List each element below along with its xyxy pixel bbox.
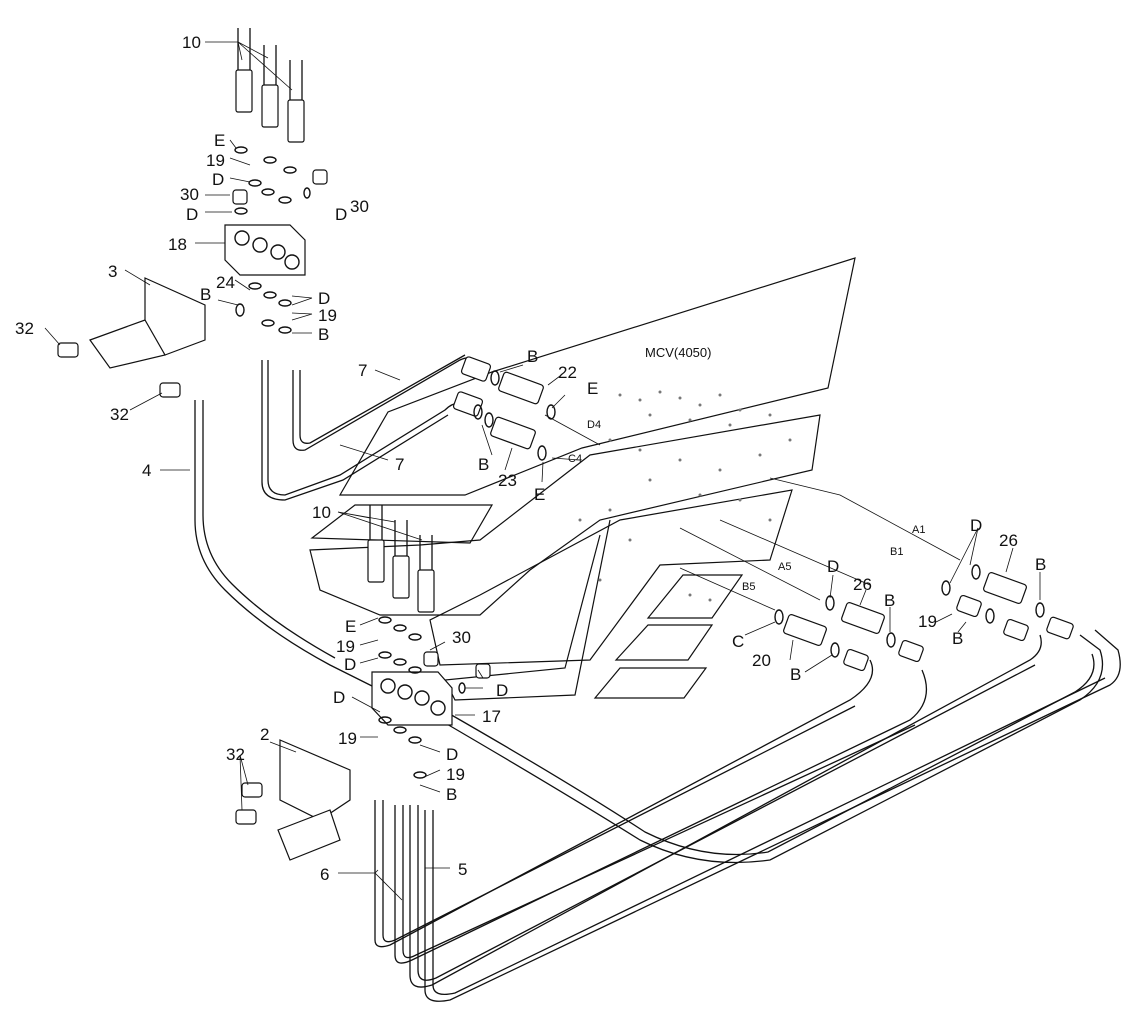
port-label-b1: B1 — [890, 546, 903, 558]
callout-7-b: 7 — [395, 455, 404, 474]
callout-19-bot-right: 19 — [446, 765, 465, 784]
callout-2: 2 — [260, 725, 269, 744]
callout-b-19-right: B — [952, 629, 963, 648]
callout-b-23: B — [478, 455, 489, 474]
callout-20: 20 — [752, 651, 771, 670]
callout-18: 18 — [168, 235, 187, 254]
callout-32-b: 32 — [110, 405, 129, 424]
fittings — [57, 69, 1074, 861]
callout-d-mid: D — [318, 289, 330, 308]
callout-e-top: E — [214, 131, 225, 150]
callout-b-26b: B — [884, 591, 895, 610]
callout-32-c: 32 — [226, 745, 245, 764]
callout-d-a5: D — [827, 557, 839, 576]
leader-lines — [44, 41, 1041, 901]
callout-d-right-top: D — [335, 205, 347, 224]
callout-26-a: 26 — [999, 531, 1018, 550]
callout-d-low: D — [344, 655, 356, 674]
callout-19-top: 19 — [206, 151, 225, 170]
callout-30-left: 30 — [180, 185, 199, 204]
callout-24: 24 — [216, 273, 235, 292]
callout-b-20: B — [790, 665, 801, 684]
callout-d-bot: D — [446, 745, 458, 764]
callout-17: 17 — [482, 707, 501, 726]
callout-4: 4 — [142, 461, 151, 480]
callout-d-low-right: D — [496, 681, 508, 700]
callout-d-top2: D — [186, 205, 198, 224]
callout-22: 22 — [558, 363, 577, 382]
callout-b-bot: B — [446, 785, 457, 804]
port-label-c4: C4 — [568, 453, 582, 465]
port-label-a1: A1 — [912, 524, 925, 536]
callout-26-b: 26 — [853, 575, 872, 594]
labels: MCV(4050) D4 C4 A1 B1 A5 B5 10 E 19 D 30… — [15, 33, 1046, 884]
callout-e-low: E — [345, 617, 356, 636]
callout-10-low: 10 — [312, 503, 331, 522]
callout-e-22: E — [587, 379, 598, 398]
callout-10-top: 10 — [182, 33, 201, 52]
callout-30-right: 30 — [350, 197, 369, 216]
callout-d-a1: D — [970, 516, 982, 535]
callout-32-a: 32 — [15, 319, 34, 338]
mcv-title: MCV(4050) — [645, 345, 711, 360]
callout-19-right: 19 — [918, 612, 937, 631]
callout-7-a: 7 — [358, 361, 367, 380]
callout-19-bot: 19 — [338, 729, 357, 748]
port-label-b5: B5 — [742, 581, 755, 593]
callout-23: 23 — [498, 471, 517, 490]
callout-19-mid: 19 — [318, 306, 337, 325]
callout-c-20: C — [732, 632, 744, 651]
callout-d-top1: D — [212, 170, 224, 189]
callout-19-low: 19 — [336, 637, 355, 656]
callout-b-mid: B — [318, 325, 329, 344]
callout-d-block-left: D — [333, 688, 345, 707]
callout-30-low: 30 — [452, 628, 471, 647]
callout-3: 3 — [108, 262, 117, 281]
callout-b-26a: B — [1035, 555, 1046, 574]
port-label-d4: D4 — [587, 419, 601, 431]
callout-6: 6 — [320, 865, 329, 884]
hose-runs — [194, 28, 1121, 1002]
callout-b-24: B — [200, 285, 211, 304]
callout-e-23: E — [534, 485, 545, 504]
port-label-a5: A5 — [778, 561, 791, 573]
callout-b-22: B — [527, 347, 538, 366]
callout-5: 5 — [458, 860, 467, 879]
